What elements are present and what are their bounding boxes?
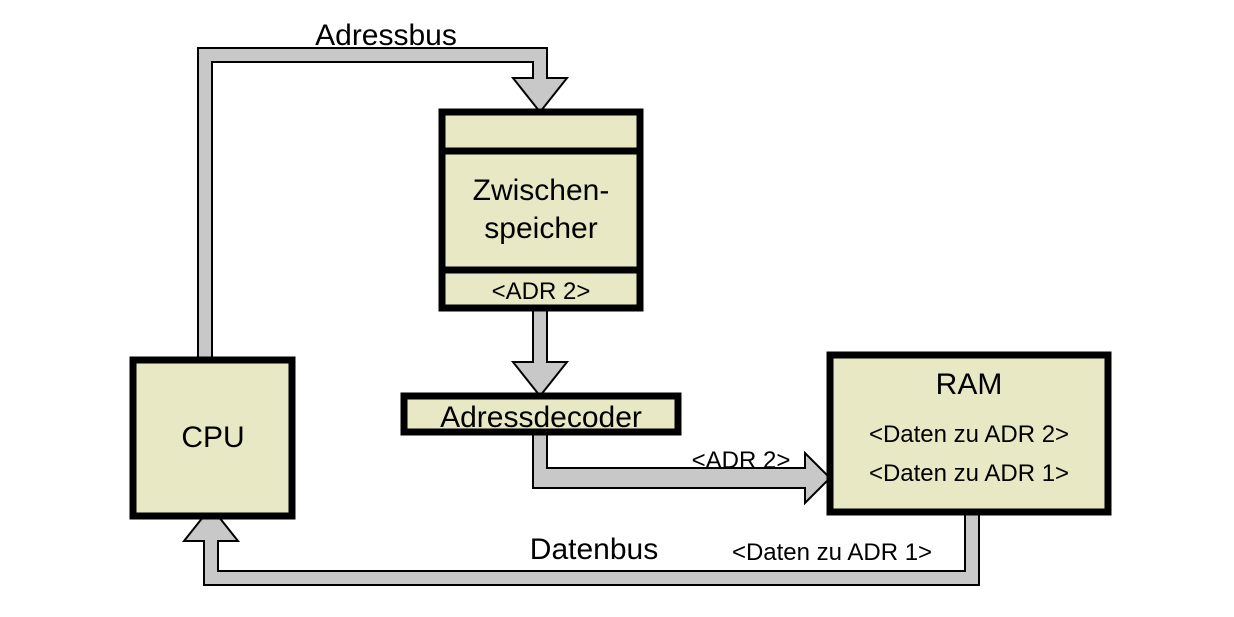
cpu-label: CPU (181, 421, 245, 454)
edge-address-bus (197, 47, 570, 517)
node-adressdecoder-shape (400, 392, 682, 436)
zwischenspeicher-footer-value: <ADR 2> (491, 278, 591, 305)
decoder-to-ram-label: <ADR 2> (691, 447, 791, 474)
data-bus-payload-label: <Daten zu ADR 1> (731, 539, 933, 566)
ram-label: RAM (935, 368, 1003, 401)
zwischenspeicher-label-line2: speicher (484, 212, 598, 245)
edge-data-bus (181, 505, 980, 586)
node-ram-shape (826, 351, 1112, 516)
ram-row-1: <Daten zu ADR 2> (868, 421, 1070, 448)
zwischenspeicher-label-line1: Zwischen- (472, 174, 610, 207)
adressdecoder-label: Adressdecoder (440, 401, 642, 434)
node-cpu-shape (129, 356, 296, 520)
address-bus-label: Adressbus (315, 19, 457, 52)
ram-row-2: <Daten zu ADR 1> (868, 460, 1070, 487)
edge-decoder-to-ram (532, 431, 832, 506)
edge-buffer-to-decoder (510, 307, 570, 398)
data-bus-label: Datenbus (529, 533, 659, 566)
node-zwischenspeicher-shape (438, 108, 644, 312)
